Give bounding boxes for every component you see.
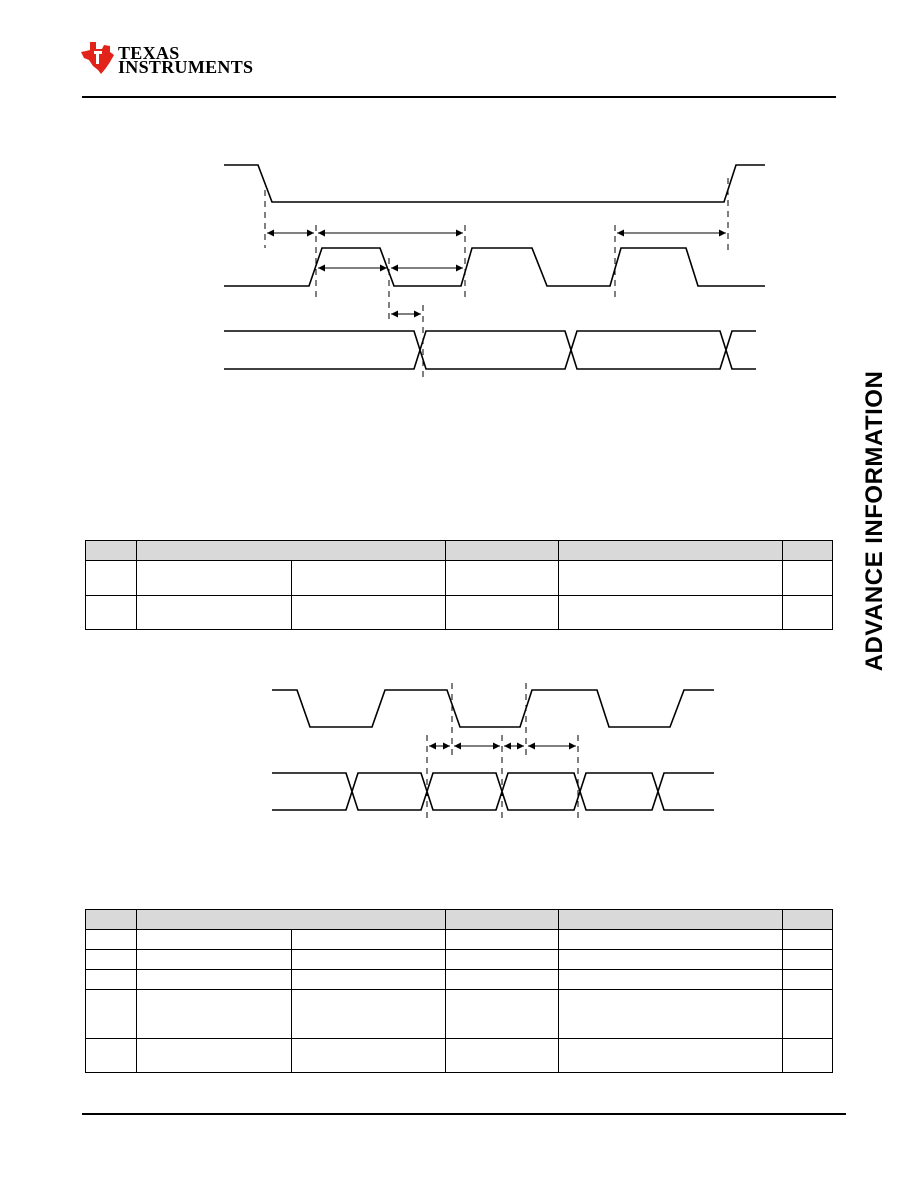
table-row — [85, 595, 833, 630]
advance-information-text: ADVANCE INFORMATION — [861, 370, 888, 672]
table-cell — [558, 929, 783, 950]
table-cell — [290, 989, 446, 1039]
table-cell — [558, 949, 783, 970]
table-row — [85, 1038, 833, 1073]
table-cell — [445, 969, 559, 990]
table-cell — [782, 560, 833, 596]
table-cell — [558, 1038, 783, 1073]
table-cell — [445, 1038, 559, 1073]
timing-table-2 — [85, 909, 833, 1073]
table-cell — [445, 560, 559, 596]
table-cell — [782, 949, 833, 970]
logo-text-texas: TEXAS — [118, 43, 180, 63]
table-cell — [136, 560, 292, 596]
waveform-data-bus — [224, 330, 756, 370]
table-cell — [290, 929, 446, 950]
table-header-cell — [558, 540, 783, 561]
table-cell — [85, 595, 137, 630]
table-cell — [85, 1038, 137, 1073]
table-cell — [136, 969, 292, 990]
waveform-data-bus-2 — [272, 772, 714, 811]
table-cell — [558, 595, 783, 630]
table-cell — [136, 1038, 292, 1073]
header-rule — [82, 96, 836, 98]
advance-information-banner: ADVANCE INFORMATION — [858, 356, 892, 686]
table-header-cell — [85, 909, 137, 930]
table-cell — [290, 560, 446, 596]
table-cell — [558, 989, 783, 1039]
table-cell — [85, 929, 137, 950]
table-row — [85, 560, 833, 596]
texas-state-icon — [81, 42, 114, 74]
table-cell — [85, 560, 137, 596]
waveform-clock — [224, 247, 765, 287]
table-cell — [85, 949, 137, 970]
table-header-cell — [136, 909, 446, 930]
table-cell — [136, 989, 292, 1039]
table-cell — [445, 989, 559, 1039]
table-cell — [558, 560, 783, 596]
ti-logo: TEXAS INSTRUMENTS — [80, 40, 253, 80]
table-header-row — [85, 909, 833, 930]
table-header-cell — [85, 540, 137, 561]
table-row — [85, 969, 833, 990]
waveform-select — [224, 164, 765, 203]
logo-text-instruments: INSTRUMENTS — [118, 57, 254, 77]
table-header-cell — [445, 540, 559, 561]
table-cell — [136, 595, 292, 630]
table-header-cell — [445, 909, 559, 930]
table-cell — [782, 1038, 833, 1073]
table-cell — [290, 1038, 446, 1073]
table-row — [85, 929, 833, 950]
table-cell — [85, 969, 137, 990]
table-cell — [782, 989, 833, 1039]
table-cell — [290, 949, 446, 970]
waveform-clock-2 — [272, 689, 714, 728]
table-row — [85, 989, 833, 1039]
table-cell — [136, 949, 292, 970]
table-cell — [290, 969, 446, 990]
footer-rule — [82, 1113, 846, 1115]
table-cell — [445, 929, 559, 950]
table-cell — [445, 949, 559, 970]
table-header-cell — [782, 909, 833, 930]
table-cell — [558, 969, 783, 990]
table-header-cell — [782, 540, 833, 561]
table-cell — [290, 595, 446, 630]
timing-diagram-1 — [224, 164, 765, 378]
table-cell — [445, 595, 559, 630]
table-header-row — [85, 540, 833, 561]
table-row — [85, 949, 833, 970]
table-header-cell — [558, 909, 783, 930]
table-cell — [85, 989, 137, 1039]
timing-table-1 — [85, 540, 833, 630]
table-cell — [782, 929, 833, 950]
table-cell — [782, 969, 833, 990]
table-header-cell — [136, 540, 446, 561]
table-cell — [782, 595, 833, 630]
table-cell — [136, 929, 292, 950]
